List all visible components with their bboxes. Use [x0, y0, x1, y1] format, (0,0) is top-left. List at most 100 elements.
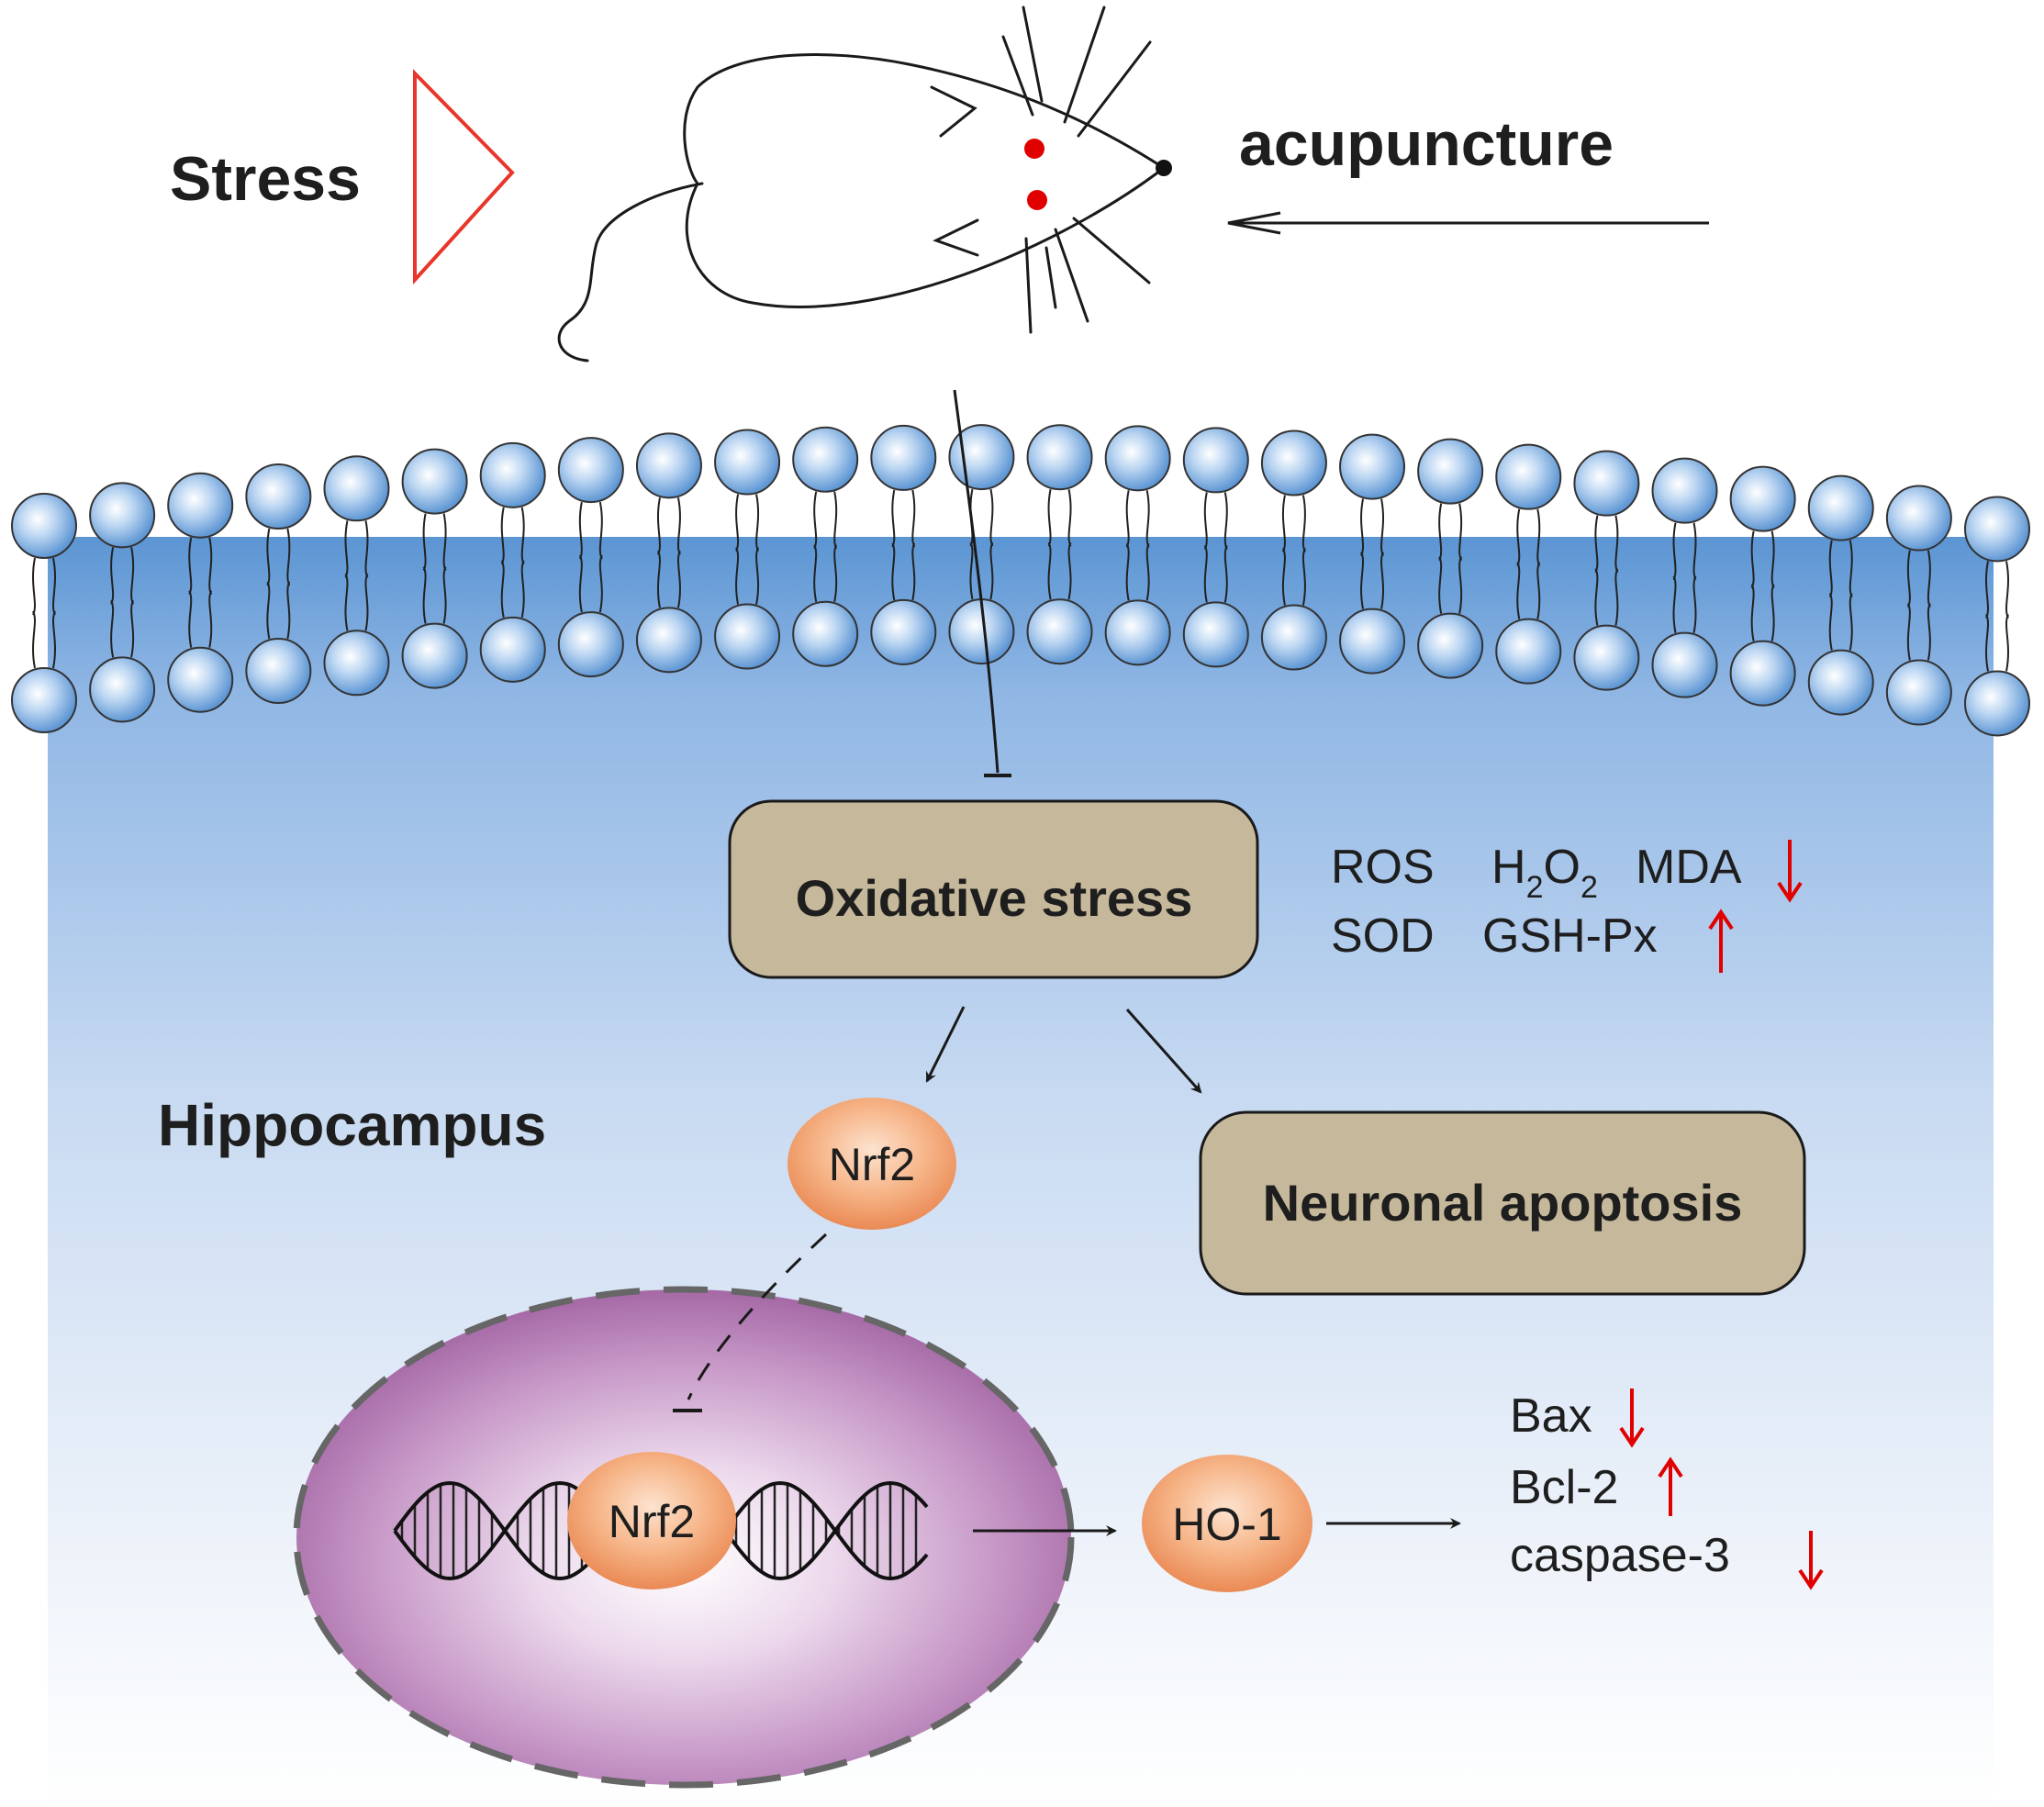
phospholipid-head-inner: [479, 616, 546, 683]
phospholipid-head-inner: [1573, 624, 1640, 691]
phospholipid-head-inner: [635, 607, 702, 674]
phospholipid-head-outer: [401, 448, 468, 515]
h2o2-label: H2O2: [1491, 841, 1598, 905]
arrow-to-apoptosis: [1125, 1009, 1202, 1094]
nrf2-nucleus-label: Nrf2: [609, 1496, 695, 1547]
phospholipid-head-inner: [1339, 608, 1406, 675]
mouse-outline-icon: [557, 6, 1167, 363]
phospholipid-head-inner: [401, 622, 468, 689]
phospholipid-head-inner: [1417, 612, 1484, 679]
up-arrow-icon: [1708, 909, 1734, 973]
hippocampus-label: Hippocampus: [158, 1092, 546, 1158]
up-arrow-icon: [1658, 1456, 1683, 1516]
phospholipid-head-inner: [167, 646, 234, 713]
phospholipid-head-outer: [714, 429, 781, 496]
nrf2-translocation-line: [687, 1233, 828, 1400]
phospholipid-head-outer: [1885, 485, 1952, 552]
phospholipid-head-inner: [714, 603, 781, 670]
phospholipid-head-outer: [557, 437, 624, 504]
inhibition-line: [953, 389, 1000, 774]
phospholipid-head-outer: [1964, 496, 2030, 563]
phospholipid-head-outer: [870, 424, 937, 491]
lipid-tails: [32, 557, 56, 669]
lipid-tails: [1906, 550, 1931, 661]
phospholipid-head-outer: [1417, 438, 1484, 505]
ho1-node: [1142, 1455, 1312, 1592]
phospholipid-head-outer: [479, 441, 546, 508]
down-arrow-icon: [1619, 1389, 1645, 1448]
phospholipid-head-inner: [245, 638, 312, 705]
nrf2-nucleus-node: [567, 1452, 736, 1589]
acupuncture-label: acupuncture: [1239, 109, 1614, 179]
lipid-tails: [1203, 492, 1228, 603]
phospholipid-head-inner: [1651, 631, 1718, 698]
phospholipid-head-outer: [1495, 443, 1562, 510]
phospholipid-head-outer: [792, 426, 859, 493]
phospholipid-head-inner: [1885, 659, 1952, 726]
phospholipid-head-inner: [1104, 599, 1171, 666]
nose: [1156, 160, 1172, 176]
down-arrow-icon: [1798, 1531, 1824, 1590]
nrf2-cytoplasm-label: Nrf2: [829, 1139, 915, 1190]
phospholipid-head-inner: [792, 600, 859, 667]
lipid-tails: [813, 491, 838, 602]
oxidative-stress-label: Oxidative stress: [796, 869, 1193, 927]
lipid-tails: [1750, 530, 1775, 641]
phospholipid-head-outer: [1807, 474, 1874, 541]
stress-label: Stress: [170, 144, 361, 214]
phospholipid-head-inner: [11, 666, 77, 733]
lipid-tails: [1125, 490, 1150, 601]
phospholipid-head-outer: [635, 432, 702, 499]
bax-label: Bax: [1510, 1389, 1592, 1443]
phospholipid-head-inner: [870, 598, 937, 665]
lipid-tails: [266, 528, 291, 640]
lipid-tails: [1985, 561, 2009, 672]
oxidative-stress-box: [728, 799, 1259, 979]
phospholipid-head-inner: [1182, 601, 1249, 668]
lipid-tails: [1594, 515, 1619, 626]
neuronal-apoptosis-box: [1199, 1110, 1806, 1296]
phospholipid-head-outer: [245, 463, 312, 530]
lipid-tails: [1047, 489, 1072, 600]
lipid-tails: [1438, 503, 1463, 614]
lipid-tails: [1672, 522, 1697, 633]
phospholipid-head-outer: [1026, 424, 1093, 491]
down-arrow-icon: [1777, 840, 1803, 903]
arrow-to-nrf2: [925, 1006, 966, 1083]
phospholipid-head-inner: [1964, 670, 2030, 737]
phospholipid-head-inner: [1807, 649, 1874, 716]
lipid-tails: [500, 507, 525, 619]
phospholipid-head-inner: [1260, 604, 1327, 671]
phospholipid-head-outer: [11, 492, 77, 559]
ho1-label: HO-1: [1172, 1499, 1281, 1550]
acupuncture-arrow-head: [1227, 211, 1281, 235]
phospholipid-head-outer: [1651, 457, 1718, 524]
phospholipid-head-outer: [1260, 429, 1327, 496]
lipid-tails: [1360, 498, 1385, 609]
lipid-tails: [344, 520, 369, 631]
phospholipid-head-inner: [1729, 640, 1796, 707]
phospholipid-head-inner: [323, 630, 390, 697]
lipid-tails: [891, 489, 916, 601]
lipid-tails: [1516, 508, 1541, 619]
acupoint-lower: [1027, 190, 1047, 210]
phospholipid-head-outer: [1573, 450, 1640, 517]
phospholipid-head-inner: [557, 611, 624, 678]
lipid-tails: [110, 547, 135, 658]
phospholipid-head-inner: [89, 656, 156, 723]
lipid-tails: [656, 497, 681, 608]
lipid-tails: [1281, 495, 1306, 606]
sod-label: SOD: [1331, 909, 1435, 963]
phospholipid-head-outer: [1339, 433, 1406, 500]
lipid-tails: [188, 537, 213, 648]
phospholipid-head-outer: [167, 472, 234, 539]
lipid-tails: [422, 513, 447, 624]
phospholipid-head-outer: [323, 455, 390, 522]
lipid-tails: [735, 494, 760, 605]
acupoint-upper: [1024, 139, 1044, 159]
mda-label: MDA: [1636, 841, 1742, 894]
neuronal-apoptosis-label: Neuronal apoptosis: [1263, 1174, 1743, 1232]
phospholipid-head-inner: [1026, 598, 1093, 665]
nrf2-cytoplasm-node: [787, 1098, 956, 1230]
phospholipid-head-outer: [1104, 425, 1171, 492]
